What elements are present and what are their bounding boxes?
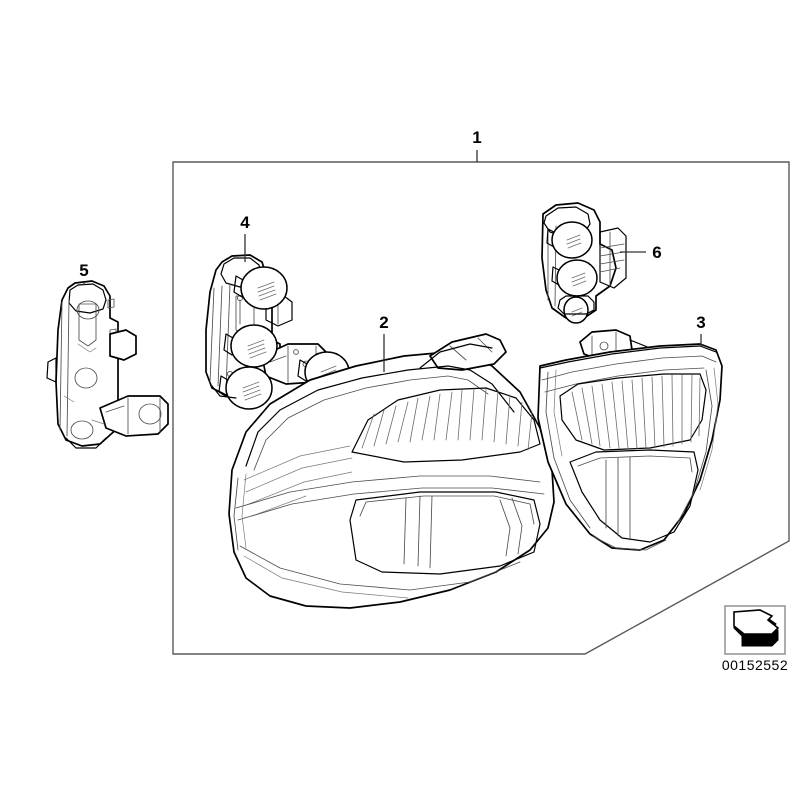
part-2-outer-tail-light[interactable] — [228, 333, 555, 609]
reference-number: 00152552 — [722, 657, 788, 673]
callout-leaders — [83, 150, 702, 372]
direction-arrow-icon — [733, 609, 780, 647]
assembly-group-frame — [172, 161, 790, 655]
reference-badge: 00152552 — [722, 605, 788, 673]
part-4-bulb-carrier-with-bulbs-outer[interactable] — [205, 254, 350, 410]
part-6-bulb-carrier-with-bulbs-inner[interactable] — [541, 202, 627, 324]
callout-4-label: 4 — [240, 213, 250, 232]
bulb — [218, 366, 273, 410]
callout-2-label: 2 — [379, 313, 388, 332]
part-3-inner-tail-light[interactable] — [537, 329, 723, 551]
bulb — [546, 221, 593, 259]
callout-1-label: 1 — [472, 128, 481, 147]
bulb — [563, 296, 589, 324]
callout-5-label: 5 — [79, 261, 88, 280]
callout-3-label: 3 — [696, 313, 705, 332]
callout-numbers: 1 2 3 4 5 6 — [79, 128, 705, 332]
part-5-bulb-carrier-empty[interactable] — [46, 280, 169, 449]
lens-rib-section — [351, 387, 541, 463]
bulb — [223, 324, 278, 368]
lens-rib-section — [559, 373, 707, 451]
callout-6-label: 6 — [652, 243, 661, 262]
bulb — [233, 266, 288, 310]
